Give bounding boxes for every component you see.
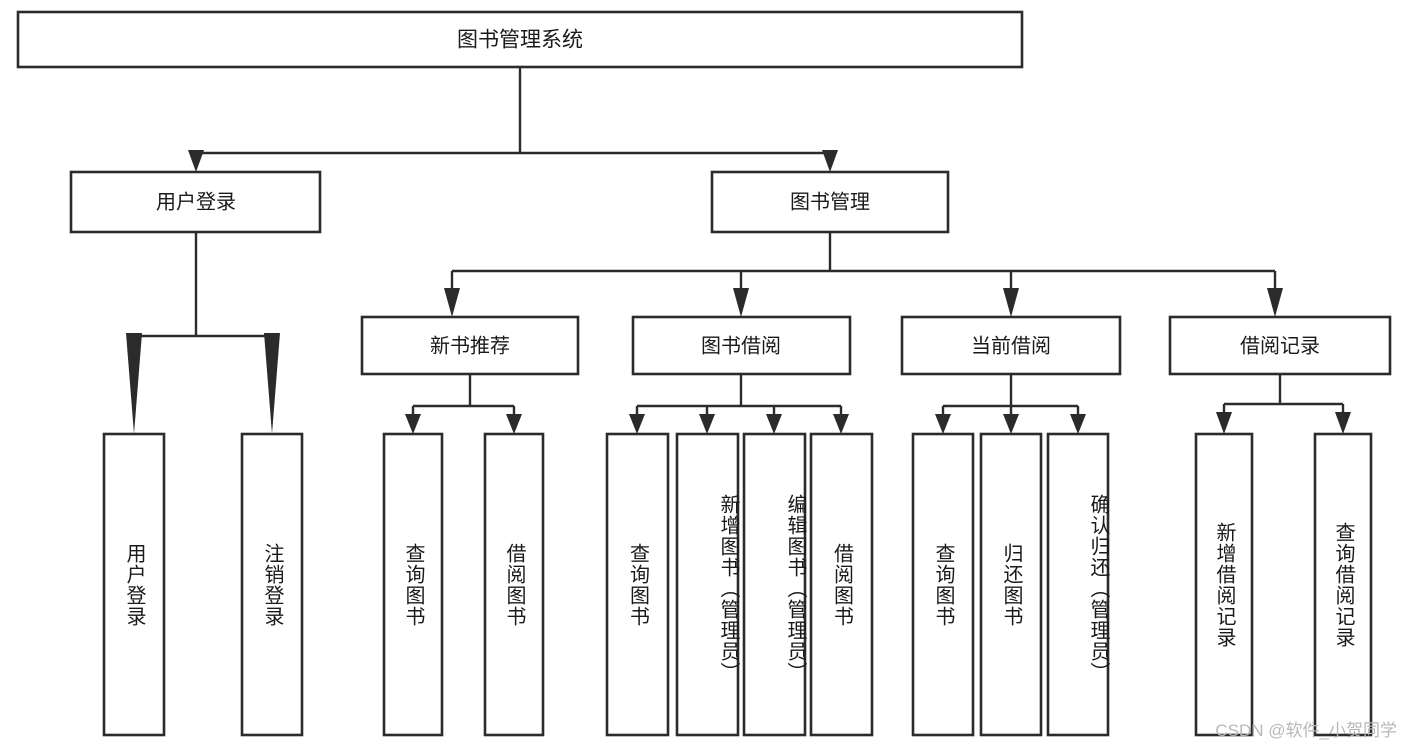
connector-layer [126, 67, 1351, 434]
arrow-to-current-borrow [1003, 288, 1019, 317]
node-layer: 图书管理系统 用户登录 图书管理 新书推荐 图书借阅 当前借阅 借阅记录 [16, 10, 1392, 737]
node-box-leaf-nb-query-book[interactable] [382, 432, 444, 737]
arrow-nb-query-book [405, 414, 421, 434]
arrow-to-book-manage [822, 150, 838, 172]
node-box-book-manage[interactable] [710, 170, 950, 234]
node-box-leaf-user-login[interactable] [102, 432, 166, 737]
node-box-root[interactable] [16, 10, 1024, 69]
arrow-bb-borrow-book [833, 414, 849, 434]
node-box-new-book-rec[interactable] [360, 315, 580, 376]
arrow-to-user-login [188, 150, 204, 172]
node-box-leaf-nb-borrow-book[interactable] [483, 432, 545, 737]
arrow-br-add-record [1216, 412, 1232, 434]
node-label-root: 图书管理系统 [457, 29, 583, 52]
node-box-user-login[interactable] [69, 170, 322, 234]
node-box-leaf-cb-query-book[interactable] [911, 432, 975, 737]
arrow-to-new-book-rec [444, 288, 460, 317]
arrow-to-book-borrow [733, 288, 749, 317]
arrow-to-borrow-record [1267, 288, 1283, 317]
watermark-text: CSDN @软件_小贺同学 [1215, 721, 1397, 740]
arrow-bb-add-book [699, 414, 715, 434]
node-box-leaf-bb-borrow-book[interactable] [809, 432, 874, 737]
node-label-borrow-record: 借阅记录 [1240, 334, 1320, 357]
node-box-leaf-bb-edit-book[interactable] [742, 432, 807, 737]
node-box-leaf-cb-return-book[interactable] [979, 432, 1043, 737]
arrow-cb-return-book [1003, 414, 1019, 434]
node-box-leaf-logout[interactable] [240, 432, 304, 737]
arrow-cb-query-book [935, 414, 951, 434]
node-label-user-login: 用户登录 [156, 190, 236, 213]
arrow-bb-query-book [629, 414, 645, 434]
node-label-current-borrow: 当前借阅 [971, 334, 1051, 357]
node-box-leaf-bb-add-book[interactable] [675, 432, 740, 737]
node-label-book-manage: 图书管理 [790, 190, 870, 213]
node-box-leaf-bb-query-book[interactable] [605, 432, 670, 737]
node-box-leaf-br-query-record[interactable] [1313, 432, 1373, 737]
arrow-bb-edit-book [766, 414, 782, 434]
node-box-leaf-br-add-record[interactable] [1194, 432, 1254, 737]
node-label-book-borrow: 图书借阅 [701, 334, 781, 357]
node-box-borrow-record[interactable] [1168, 315, 1392, 376]
arrow-cb-confirm-return [1070, 414, 1086, 434]
node-label-new-book-rec: 新书推荐 [430, 334, 510, 357]
arrow-nb-borrow-book [506, 414, 522, 434]
node-box-current-borrow[interactable] [900, 315, 1122, 376]
arrow-br-query-record [1335, 412, 1351, 434]
node-box-book-borrow[interactable] [631, 315, 852, 376]
node-box-leaf-cb-confirm-return[interactable] [1046, 432, 1110, 737]
